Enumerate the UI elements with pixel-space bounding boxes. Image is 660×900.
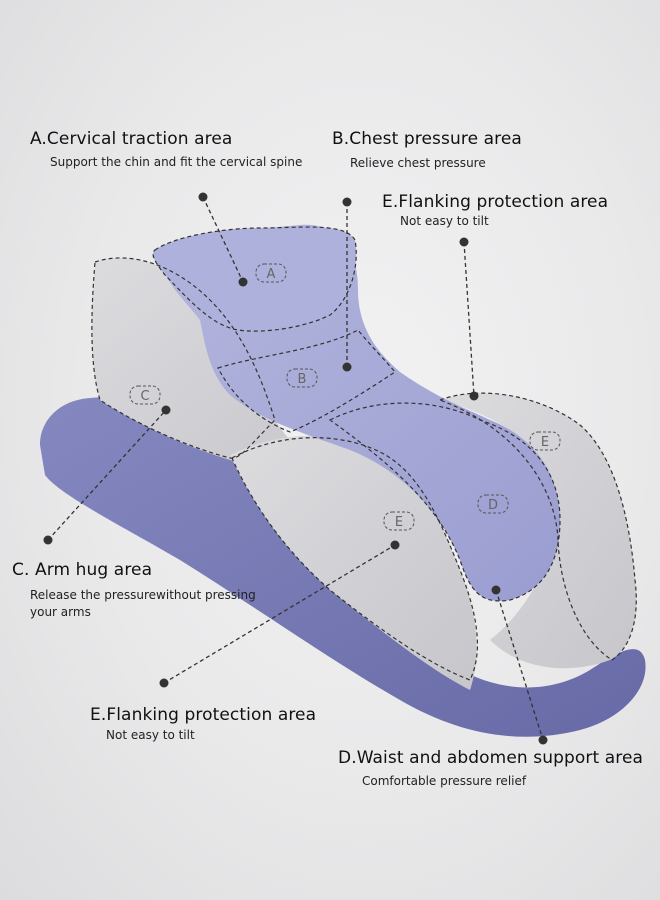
label-b-title: B.Chest pressure area xyxy=(332,129,522,149)
label-a-title: A.Cervical traction area xyxy=(30,129,233,149)
zone-tags: A B C D E E xyxy=(129,263,561,531)
zone-outlines xyxy=(91,226,637,681)
tag-c: C xyxy=(140,389,149,404)
flank-top-wing xyxy=(440,393,637,669)
tag-d: D xyxy=(488,498,498,513)
label-b-desc: Relieve chest pressure xyxy=(350,156,486,170)
tag-e-top: E xyxy=(541,435,549,450)
label-d-title: D.Waist and abdomen support area xyxy=(338,748,644,768)
flank-bottom-wing xyxy=(230,435,477,690)
label-a-desc: Support the chin and fit the cervical sp… xyxy=(50,155,303,169)
label-e-bottom-desc: Not easy to tilt xyxy=(106,728,195,742)
label-e-top-title: E.Flanking protection area xyxy=(382,192,609,212)
leader-dots xyxy=(43,192,548,745)
label-e-bottom-title: E.Flanking protection area xyxy=(90,705,317,725)
label-c-title: C. Arm hug area xyxy=(12,560,153,580)
label-c-desc: Release the pressurewithout pressing you… xyxy=(30,588,256,619)
tag-e-bottom: E xyxy=(395,515,403,530)
cervical-headrest xyxy=(153,227,357,332)
tag-b: B xyxy=(298,372,307,387)
label-e-top-desc: Not easy to tilt xyxy=(400,214,489,228)
tag-a: A xyxy=(267,267,276,282)
label-d-desc: Comfortable pressure relief xyxy=(362,774,527,788)
leader-lines xyxy=(47,196,544,741)
